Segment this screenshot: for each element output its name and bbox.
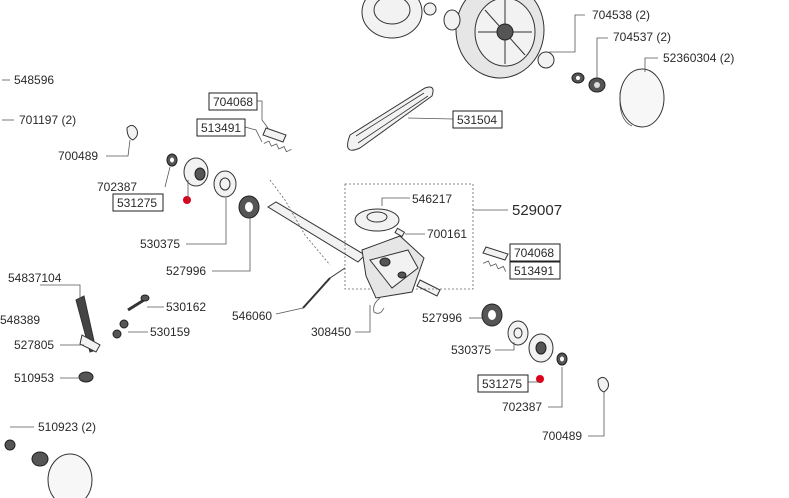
label-513491-right: 513491	[514, 264, 554, 278]
pinion-531275-bottom-part	[528, 333, 554, 363]
label-700161: 700161	[427, 227, 467, 241]
label-527996-bottom: 527996	[422, 311, 462, 325]
hubcap-52360304-part	[619, 68, 665, 128]
part-labels: 704538 (2) 704537 (2) 52360304 (2) 54859…	[0, 8, 734, 443]
bolt-530162-part	[127, 294, 150, 312]
label-52360304: 52360304 (2)	[663, 51, 734, 65]
label-548389: 548389	[0, 313, 40, 327]
rear-wheel-left-part	[361, 0, 437, 39]
label-527996-top: 527996	[166, 264, 206, 278]
gearbox-308450-part	[361, 235, 425, 314]
label-308450: 308450	[311, 325, 351, 339]
key-704068-right-part	[482, 246, 509, 261]
label-700489-bottom: 700489	[542, 429, 582, 443]
hubcap-bottom-left-part	[47, 453, 93, 498]
label-546217: 546217	[412, 192, 452, 206]
lever-54837104-part	[75, 295, 101, 353]
pulley-546217-part	[354, 208, 400, 232]
label-530162: 530162	[166, 300, 206, 314]
nut-530159-part	[112, 319, 129, 339]
washer-527996-top-part	[238, 195, 260, 219]
rear-wheel-part	[443, 0, 555, 79]
key-704068-top-part	[262, 127, 287, 143]
label-527805: 527805	[14, 338, 54, 352]
label-704537: 704537 (2)	[613, 30, 671, 44]
label-513491-top: 513491	[201, 121, 241, 135]
label-704068-right: 704068	[514, 246, 554, 260]
clip-700489-top-part	[126, 124, 138, 141]
nut-704537-part	[588, 77, 606, 93]
marker-dot-top	[183, 196, 191, 204]
bearing-530375-top-part	[213, 170, 237, 198]
key-700161-part	[394, 227, 406, 238]
label-530375-bottom: 530375	[451, 343, 491, 357]
label-529007: 529007	[512, 202, 562, 219]
label-548596: 548596	[14, 73, 54, 87]
washer-527996-bottom-part	[481, 303, 503, 327]
label-704068-top: 704068	[213, 95, 253, 109]
label-531275-bottom: 531275	[482, 377, 522, 391]
label-530375-top: 530375	[140, 237, 180, 251]
washer-702387-top-part	[166, 153, 178, 167]
label-702387-top: 702387	[97, 180, 137, 194]
cable-546060-part	[302, 267, 346, 309]
spring-513491-right-part	[482, 260, 507, 272]
label-546060: 546060	[232, 309, 272, 323]
washer-702387-bottom-part	[556, 352, 568, 366]
label-704538: 704538 (2)	[592, 8, 650, 22]
label-54837104: 54837104	[8, 271, 62, 285]
marker-dot-bottom	[536, 375, 544, 383]
belt-531504-part	[347, 86, 434, 151]
washer-704538-part	[571, 72, 585, 84]
label-702387-bottom: 702387	[502, 400, 542, 414]
pinion-531275-top-part	[183, 157, 209, 187]
label-530159: 530159	[150, 325, 190, 339]
label-701197: 701197 (2)	[19, 113, 76, 127]
label-531275-top: 531275	[117, 196, 157, 210]
label-700489-top: 700489	[58, 149, 98, 163]
nut-510923-part	[4, 439, 49, 467]
clip-700489-bottom-part	[597, 376, 609, 393]
washer-510953-part	[78, 371, 94, 383]
label-510953: 510953	[14, 371, 54, 385]
spring-513491-top-part	[263, 140, 292, 153]
label-531504: 531504	[457, 113, 497, 127]
label-510923: 510923 (2)	[38, 420, 96, 434]
bearing-530375-bottom-part	[507, 320, 529, 346]
